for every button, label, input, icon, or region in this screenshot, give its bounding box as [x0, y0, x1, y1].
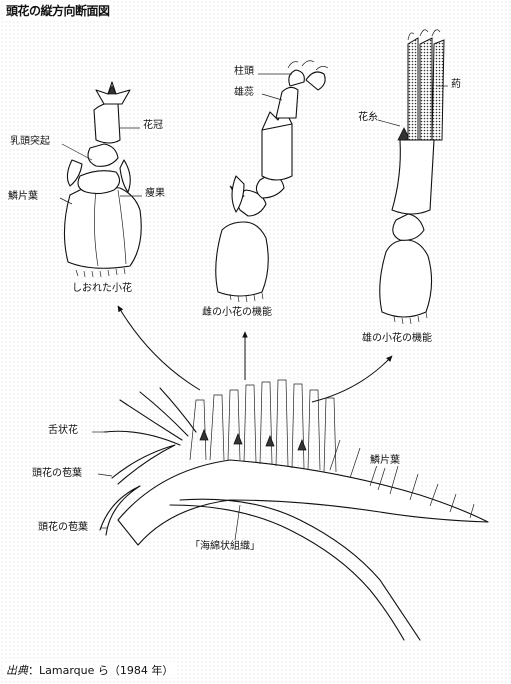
source-text: ：Lamarque ら（1984 年） [28, 664, 174, 677]
source-citation: 出典：Lamarque ら（1984 年） [4, 662, 176, 678]
leader-lines [59, 73, 448, 541]
figure-title: 頭花の縦方向断面図 [4, 2, 112, 19]
source-label: 出典 [6, 664, 28, 677]
label-style: 柱頭 [234, 66, 254, 77]
capitulum-section-drawing [99, 379, 489, 641]
label-withered-floret: しおれた小花 [72, 283, 132, 294]
arrows [117, 305, 393, 403]
label-female-floret: 雌の小花の機能 [202, 307, 272, 318]
label-anther: 葯 [451, 79, 461, 90]
male-floret-drawing [379, 29, 445, 325]
label-bract-1: 頭花の苞葉 [32, 468, 82, 479]
female-floret-drawing [215, 60, 329, 303]
label-scale-leaf-bottom: 鱗片葉 [370, 455, 400, 466]
label-stamen: 雄蕊 [234, 87, 254, 98]
arrow-to-male [311, 355, 393, 403]
label-sponge-tissue: 「海綿状組織」 [190, 541, 260, 552]
label-ligulate: 舌状花 [48, 425, 78, 436]
label-bract-2: 頭花の苞葉 [38, 522, 88, 533]
label-achene: 痩果 [145, 188, 165, 199]
arrow-to-withered [117, 305, 201, 391]
label-papilla: 乳頭突起 [10, 136, 50, 147]
label-corolla: 花冠 [143, 120, 163, 131]
label-scale-leaf-top: 鱗片葉 [8, 191, 38, 202]
label-filament: 花糸 [358, 112, 378, 123]
label-male-floret: 雄の小花の機能 [362, 333, 432, 344]
withered-floret-drawing [63, 81, 142, 278]
